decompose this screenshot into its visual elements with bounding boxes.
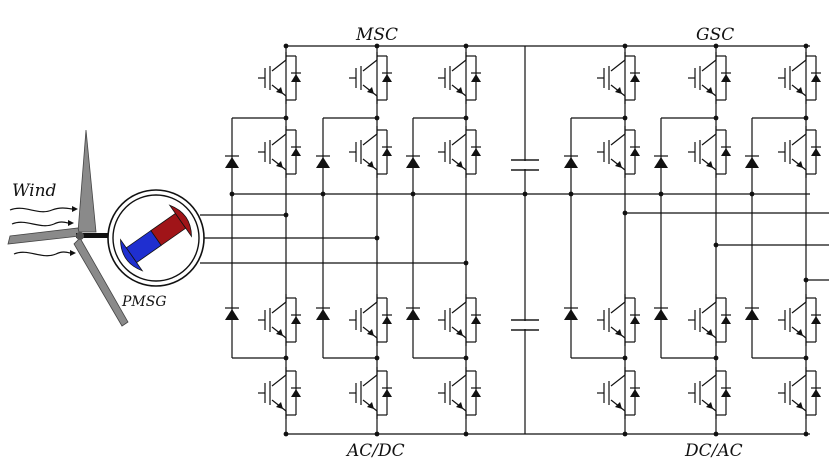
igbt-switch-icon [438, 367, 481, 419]
converter-legs [225, 43, 821, 437]
igbt-switch-icon [438, 52, 481, 104]
wind-arrows-icon [9, 206, 78, 257]
igbt-switch-icon [597, 294, 640, 346]
diode-icon [654, 155, 668, 168]
igbt-switch-icon [778, 294, 821, 346]
pmsg-generator-icon [107, 189, 205, 287]
diode-icon [654, 307, 668, 320]
igbt-switch-icon [597, 126, 640, 178]
phase-leg [410, 43, 481, 437]
igbt-switch-icon [438, 126, 481, 178]
generator-phase-lines [200, 212, 469, 266]
phase-leg [749, 43, 821, 437]
diode-icon [316, 307, 330, 320]
diode-icon [564, 155, 578, 168]
gsc-label: GSC [696, 25, 734, 45]
phase-leg [229, 43, 301, 437]
igbt-switch-icon [258, 52, 301, 104]
diode-icon [406, 155, 420, 168]
wind-label: Wind [12, 181, 57, 201]
msc-label: MSC [355, 25, 398, 45]
acdc-label: AC/DC [345, 441, 405, 461]
grid-phase-lines [622, 210, 829, 283]
igbt-switch-icon [258, 367, 301, 419]
pmsg-label: PMSG [121, 294, 167, 310]
diode-icon [745, 155, 759, 168]
diode-icon [316, 155, 330, 168]
igbt-switch-icon [688, 52, 731, 104]
phase-leg [568, 43, 640, 437]
dcac-label: DC/AC [684, 441, 743, 461]
igbt-switch-icon [349, 294, 392, 346]
igbt-switch-icon [597, 367, 640, 419]
diode-icon [225, 155, 239, 168]
igbt-switch-icon [778, 52, 821, 104]
phase-leg [658, 43, 731, 437]
diode-icon [564, 307, 578, 320]
igbt-switch-icon [349, 367, 392, 419]
diode-icon [745, 307, 759, 320]
capacitor-icon [511, 159, 539, 331]
igbt-switch-icon [258, 126, 301, 178]
igbt-switch-icon [597, 52, 640, 104]
diode-icon [225, 307, 239, 320]
igbt-switch-icon [349, 52, 392, 104]
igbt-switch-icon [438, 294, 481, 346]
wind-turbine-icon [7, 129, 129, 327]
phase-leg [320, 43, 392, 437]
igbt-switch-icon [778, 367, 821, 419]
igbt-switch-icon [349, 126, 392, 178]
diode-icon [406, 307, 420, 320]
igbt-switch-icon [688, 126, 731, 178]
igbt-switch-icon [258, 294, 301, 346]
igbt-switch-icon [688, 367, 731, 419]
dc-bus [232, 45, 810, 435]
igbt-switch-icon [778, 126, 821, 178]
igbt-switch-icon [688, 294, 731, 346]
